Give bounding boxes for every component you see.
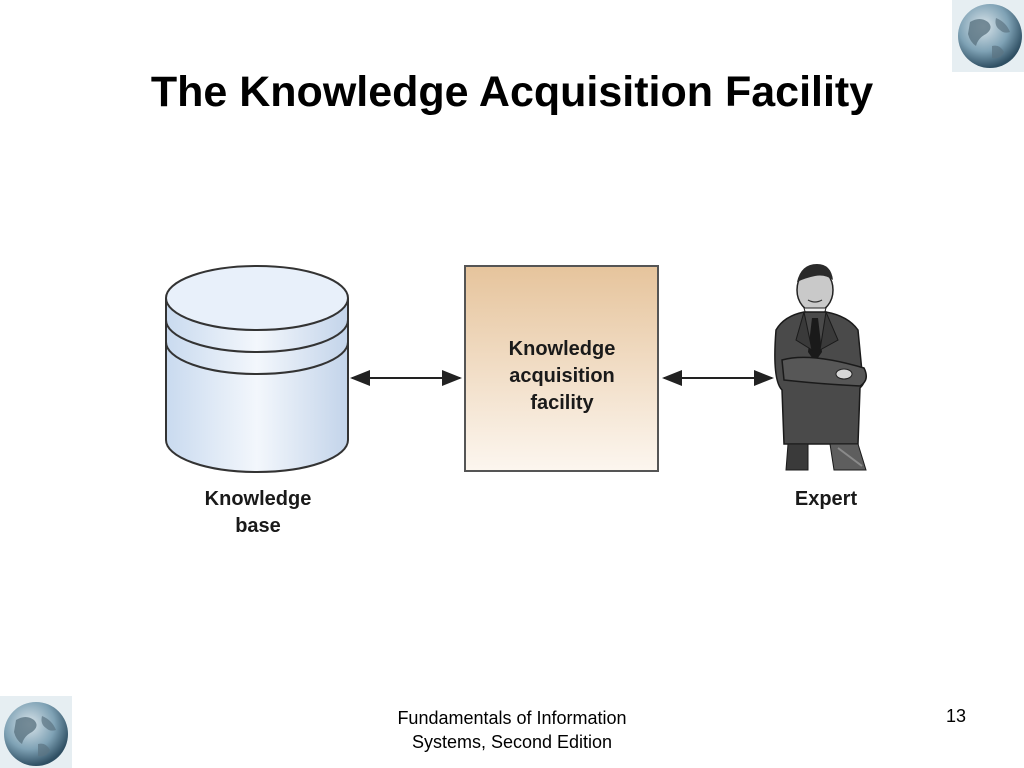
- globe-icon: [0, 696, 72, 768]
- slide-title: The Knowledge Acquisition Facility: [150, 68, 874, 116]
- footer-line1: Fundamentals of Information: [397, 708, 627, 728]
- facility-label: Knowledge acquisition facility: [466, 336, 658, 417]
- knowledge-base-cylinder: [165, 265, 349, 473]
- facility-box: [464, 265, 659, 472]
- expert-label: Expert: [794, 488, 858, 510]
- footer-text: Fundamentals of Information Systems, Sec…: [362, 706, 662, 754]
- facility-label-line3: facility: [530, 392, 594, 414]
- knowledge-base-label: Knowledge base: [178, 486, 338, 540]
- footer-line2: Systems, Second Edition: [411, 732, 613, 752]
- facility-label-line1: Knowledge: [508, 338, 616, 360]
- expert-figure: [774, 264, 867, 471]
- facility-label-line2: acquisition: [509, 365, 615, 387]
- knowledge-base-label-line2: base: [235, 515, 281, 537]
- knowledge-base-label-line1: Knowledge: [204, 488, 312, 510]
- globe-icon: [952, 0, 1024, 72]
- page-number: 13: [945, 706, 966, 726]
